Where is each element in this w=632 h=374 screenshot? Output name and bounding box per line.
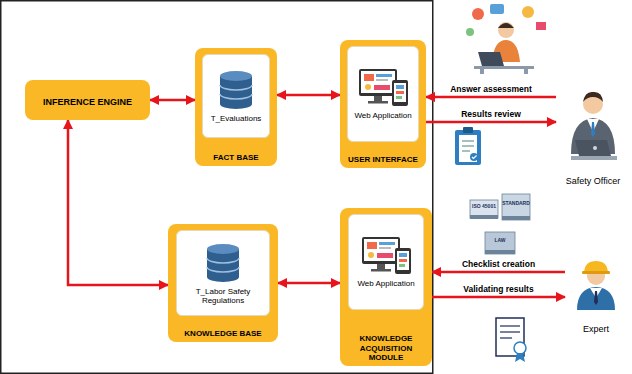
flow-arrow — [432, 271, 565, 274]
acquisition-module-box: Web ApplicationKNOWLEDGE ACQUISITION MOD… — [340, 208, 432, 366]
clipboard-icon — [455, 127, 481, 165]
web-application: Web Application — [348, 214, 424, 310]
web-application: Web Application — [347, 46, 419, 142]
node-label: FACT BASE — [213, 150, 258, 162]
book-title: ISO 45001 — [470, 203, 498, 209]
user-interface-box: Web ApplicationUSER INTERFACE — [340, 40, 426, 168]
node-label: Expert — [583, 324, 609, 334]
actor-figure: Safety Officer — [556, 88, 630, 186]
flow-arrow — [150, 99, 195, 102]
flow-arrow — [278, 282, 340, 285]
flow-arrow — [277, 94, 340, 97]
database-table: T_Labor Safety Regulations — [176, 230, 270, 316]
flow-arrow — [426, 121, 556, 124]
engine-box: INFERENCE ENGINE — [25, 80, 150, 120]
arrow-label: Validating results — [461, 284, 535, 294]
book-title: LAW — [485, 237, 515, 243]
expert-icon — [571, 256, 621, 312]
node-label: KNOWLEDGE BASE — [184, 326, 261, 338]
arrow-label: Answer assessment — [448, 84, 534, 94]
certificate-icon — [496, 318, 526, 362]
node-label: INFERENCE ENGINE — [43, 97, 132, 107]
assessment-illustration — [466, 4, 546, 74]
web-icon — [359, 235, 413, 277]
system-frame — [1, 1, 433, 374]
node-label: USER INTERFACE — [348, 152, 418, 164]
flow-arrow — [432, 296, 565, 299]
node-label: Web Application — [354, 111, 411, 120]
node-label: KNOWLEDGE ACQUISITION MODULE — [346, 331, 426, 362]
knowledge-base-box: T_Labor Safety RegulationsKNOWLEDGE BASE — [168, 224, 278, 342]
fact-base-box: T_EvaluationsFACT BASE — [195, 48, 277, 166]
db-icon — [216, 68, 256, 112]
node-label: Safety Officer — [566, 176, 620, 186]
officer-icon — [561, 88, 625, 164]
flow-arrow — [68, 120, 168, 285]
web-icon — [356, 67, 410, 109]
arrow-label: Results review — [459, 109, 523, 119]
book-title: STANDARD — [502, 200, 530, 206]
flow-arrow — [426, 96, 556, 99]
database-table: T_Evaluations — [202, 54, 270, 138]
db-icon — [203, 241, 243, 285]
node-label: Web Application — [357, 279, 414, 288]
standards-books — [470, 194, 530, 254]
actor-figure: Expert — [565, 256, 627, 334]
arrow-label: Checklist creation — [460, 259, 537, 269]
node-label: T_Labor Safety Regulations — [181, 287, 265, 305]
node-label: T_Evaluations — [211, 114, 262, 123]
